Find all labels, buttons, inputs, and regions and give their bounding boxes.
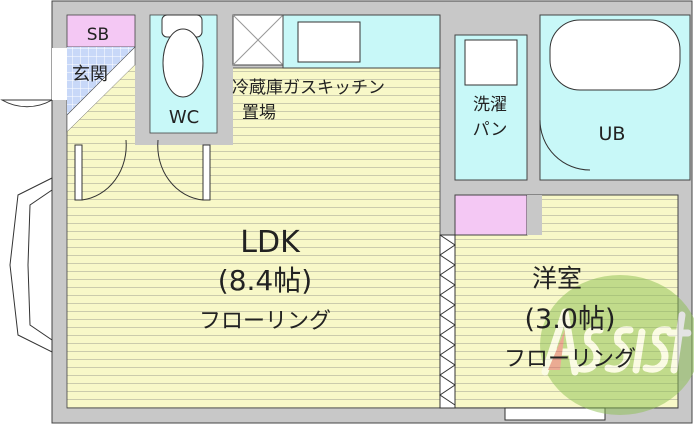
sink-icon [297, 21, 361, 63]
partition-zigzag [439, 234, 456, 406]
partition-door[interactable] [439, 234, 456, 409]
window [504, 407, 606, 421]
washer-pan-icon [464, 39, 518, 86]
hall-floor [67, 65, 135, 132]
laundry-label-2: パン [473, 120, 508, 140]
closet [454, 194, 528, 236]
assist-watermark-logo [540, 275, 694, 415]
bathtub-icon [549, 19, 681, 91]
ub-label: UB [599, 123, 626, 145]
ldk-name: LDK [240, 225, 301, 260]
fridge-cross [232, 14, 284, 66]
entrance-label: 玄関 [72, 64, 108, 85]
kitchen-label: 冷蔵庫ガスキッチン [232, 78, 385, 98]
western-floor-label: フローリング [504, 347, 636, 372]
western-size: (3.0帖) [524, 304, 615, 335]
sb-label: SB [87, 25, 109, 45]
bay-window [9, 177, 53, 353]
wc-label: WC [169, 107, 199, 128]
fridge-place-label: 置場 [242, 103, 276, 123]
entrance-door[interactable] [0, 99, 54, 108]
entrance-opening [52, 48, 67, 100]
ldk-size: (8.4帖) [218, 264, 312, 297]
hall-doors[interactable] [74, 139, 211, 201]
western-name: 洋室 [532, 264, 582, 293]
toilet-bowl-icon [162, 28, 204, 98]
shoe-box [66, 14, 136, 48]
laundry-label-1: 洗濯 [473, 95, 507, 115]
closet-wall [527, 195, 542, 235]
ldk-floor-label: フローリング [199, 309, 331, 334]
ub-door[interactable] [539, 119, 591, 171]
